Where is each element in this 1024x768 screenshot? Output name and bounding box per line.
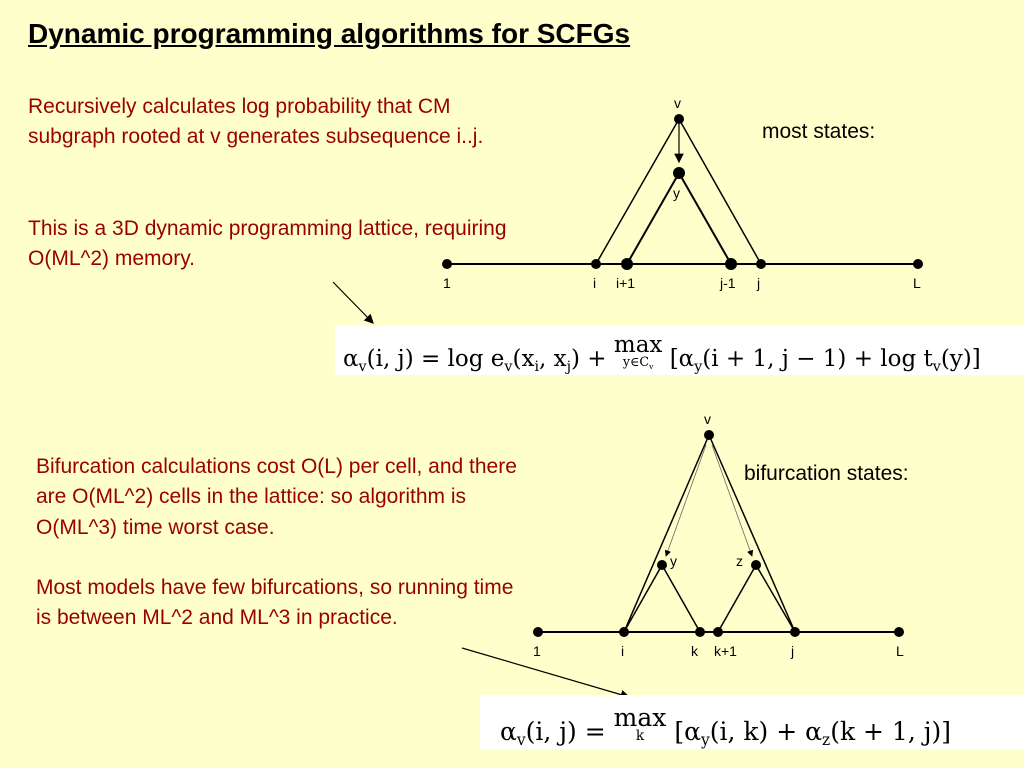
node-y-label-2: y [670, 553, 677, 569]
tick-label-1: 1 [443, 275, 451, 291]
v-to-j-edge [678, 118, 762, 265]
y-to-i-edge [623, 564, 663, 633]
z-to-j-edge [755, 564, 796, 633]
tick-1 [442, 259, 452, 269]
tick-L [913, 259, 923, 269]
diagram-most-states: v y 1 i i+1 j-1 j L [442, 95, 923, 291]
node-y-label: y [673, 185, 680, 201]
v-to-j-edge-2 [708, 434, 796, 633]
memory-description: This is a 3D dynamic programming lattice… [28, 217, 507, 271]
bifurcation-cost-description: Bifurcation calculations cost O(L) per c… [36, 455, 517, 539]
node-y [673, 167, 685, 179]
diagram-bifurcation-states: v y z 1 i k k+1 j L [533, 411, 904, 659]
tick-label-k-2: k [691, 643, 699, 659]
tick-i-plus-1 [621, 258, 633, 270]
tick-j-2 [790, 627, 800, 637]
pointer-arrow-1 [332, 281, 374, 324]
tick-label-j-2: j [790, 643, 794, 659]
node-z-2 [751, 560, 761, 570]
tick-label-i-plus-1: i+1 [616, 275, 635, 291]
tick-j [756, 259, 766, 269]
tick-label-j: j [756, 275, 760, 291]
v-to-z-arrow-2 [711, 444, 754, 557]
tick-label-L: L [913, 275, 921, 291]
tick-k-plus-1-2 [713, 627, 723, 637]
most-states-caption: most states: [762, 120, 876, 143]
tick-j-minus-1 [725, 258, 737, 270]
node-z-label-2: z [736, 553, 743, 569]
y-to-i1-edge [626, 172, 680, 265]
tick-1-2 [533, 627, 543, 637]
v-to-i-edge [595, 118, 680, 265]
y-to-j1-edge [678, 172, 732, 265]
tick-label-i-2: i [621, 643, 624, 659]
tick-k-2 [695, 627, 705, 637]
slide-title: Dynamic programming algorithms for SCFGs [28, 18, 631, 49]
tick-label-j-minus-1: j-1 [719, 275, 736, 291]
recursion-description: Recursively calculates log probability t… [28, 95, 484, 149]
tick-label-k-plus-1-2: k+1 [714, 643, 737, 659]
running-time-description: Most models have few bifurcations, so ru… [36, 576, 514, 630]
node-v-label: v [674, 95, 681, 111]
v-to-i-edge-2 [623, 434, 710, 633]
pointer-arrow-2 [461, 647, 631, 700]
node-y-2 [657, 560, 667, 570]
v-to-y-arrow-2 [664, 444, 707, 557]
tick-label-L-2: L [896, 643, 904, 659]
tick-i [591, 259, 601, 269]
node-v-label-2: v [704, 411, 711, 427]
tick-i-2 [619, 627, 629, 637]
z-to-k1-edge [717, 564, 757, 633]
node-v-2 [704, 430, 714, 440]
node-v [674, 114, 684, 124]
tick-label-1-2: 1 [533, 643, 541, 659]
bifurcation-states-caption: bifurcation states: [744, 462, 909, 485]
tick-label-i: i [593, 275, 596, 291]
tick-L-2 [894, 627, 904, 637]
y-to-k-edge [661, 564, 701, 633]
